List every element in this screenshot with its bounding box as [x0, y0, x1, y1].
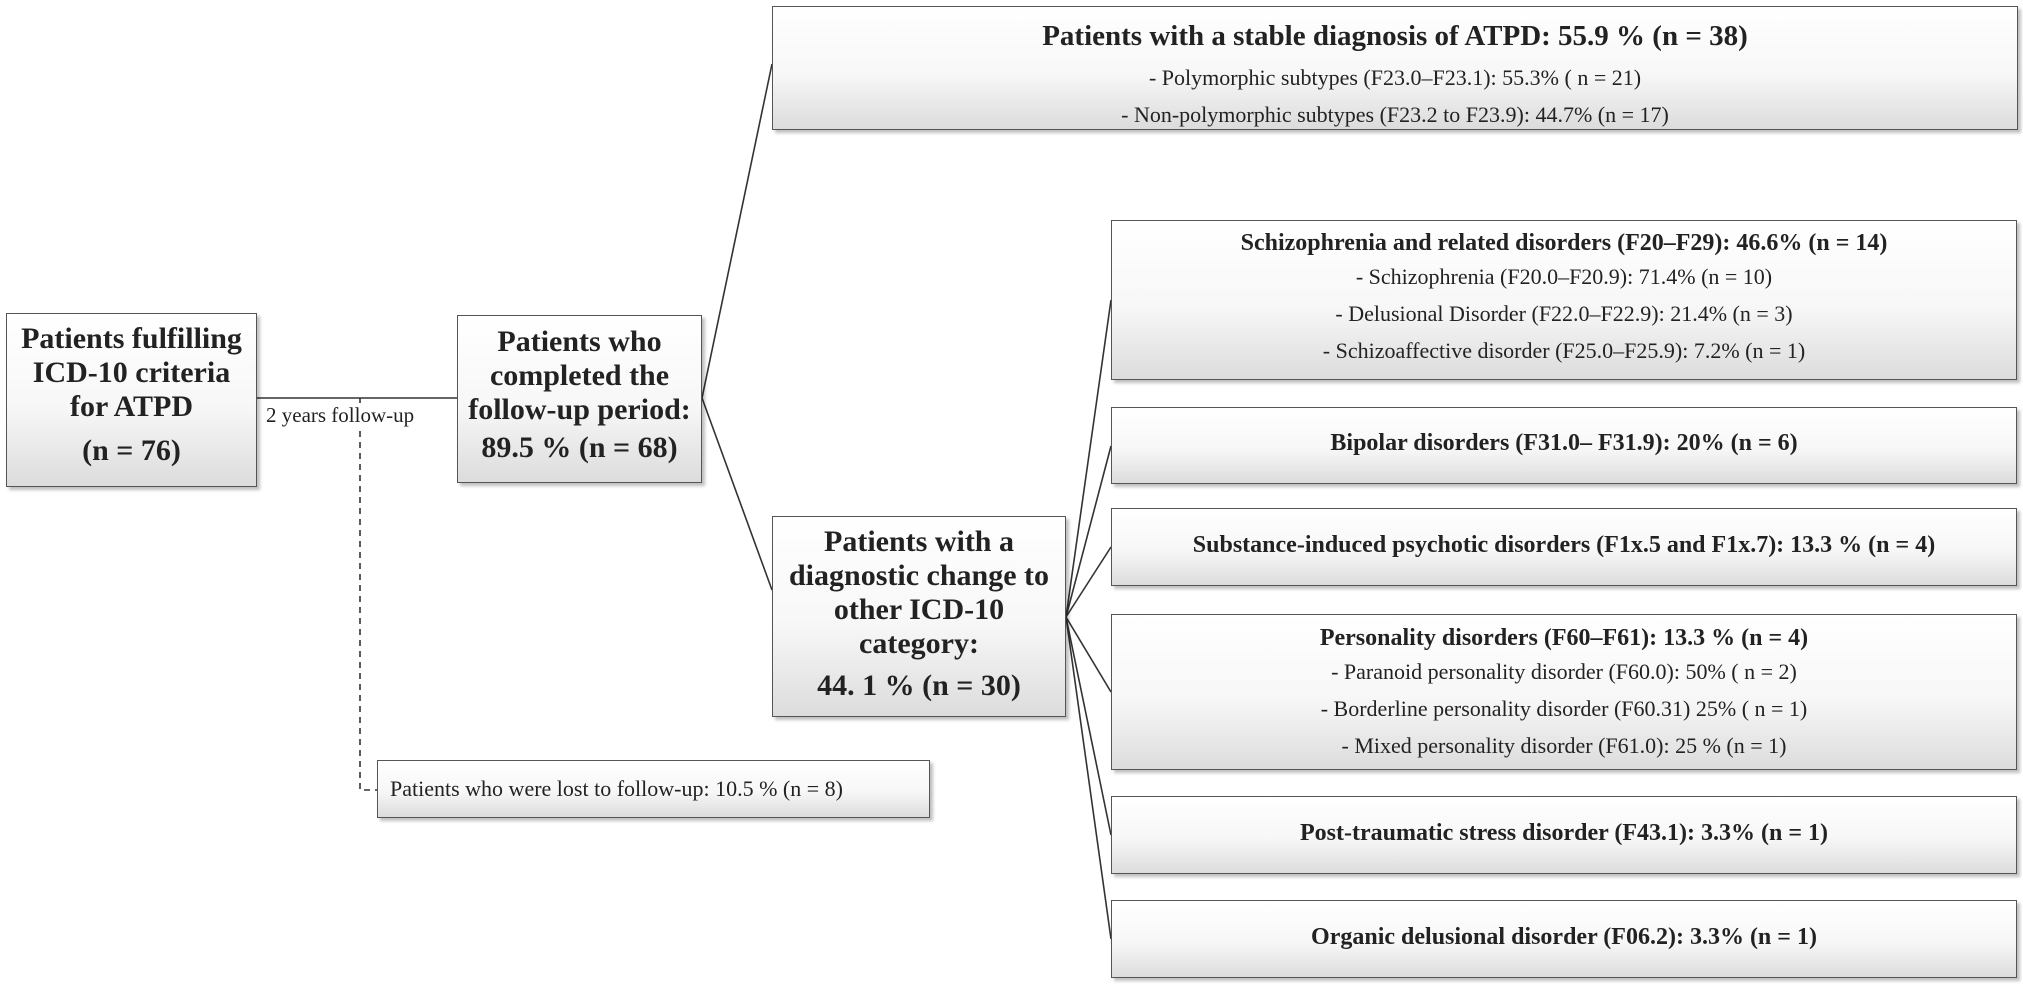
connector-change-to-bipolar — [1065, 445, 1112, 618]
completed-line-2: completed the — [489, 359, 670, 392]
ptsd-title: Post-traumatic stress disorder (F43.1): … — [1299, 820, 1829, 846]
completed-line-3: follow-up period: — [468, 393, 691, 426]
connector-change-to-person — [1065, 616, 1112, 693]
completed-count: 89.5 % (n = 68) — [481, 431, 678, 464]
change-line-3: other ICD-10 — [833, 593, 1005, 626]
change-line-1: Patients with a — [824, 525, 1014, 558]
connector-change-to-subst — [1065, 546, 1112, 618]
connector-lost-dashed — [359, 398, 377, 791]
personality-title: Personality disorders (F60–F61): 13.3 % … — [1319, 625, 1809, 651]
schizophrenia-box: Schizophrenia and related disorders (F20… — [1111, 220, 2017, 380]
stable-item-polymorphic: - Polymorphic subtypes (F23.0–F23.1): 55… — [1148, 65, 1642, 90]
substance-induced-title: Substance-induced psychotic disorders (F… — [1192, 532, 1936, 558]
schizophrenia-item-3: - Schizoaffective disorder (F25.0–F25.9)… — [1322, 338, 1806, 363]
stable-title: Patients with a stable diagnosis of ATPD… — [1042, 20, 1748, 52]
organic-delusional-box: Organic delusional disorder (F06.2): 3.3… — [1111, 900, 2017, 978]
followup-label: 2 years follow-up — [264, 403, 417, 427]
change-count: 44. 1 % (n = 30) — [817, 669, 1021, 702]
connector-completed-to-stable — [701, 63, 773, 399]
personality-item-3: - Mixed personality disorder (F61.0): 25… — [1341, 733, 1787, 758]
connector-change-to-ptsd — [1065, 616, 1112, 836]
organic-delusional-title: Organic delusional disorder (F06.2): 3.3… — [1311, 924, 1817, 950]
substance-induced-box: Substance-induced psychotic disorders (F… — [1111, 508, 2017, 586]
schizophrenia-title: Schizophrenia and related disorders (F20… — [1240, 230, 1888, 256]
schizophrenia-item-1: - Schizophrenia (F20.0–F20.9): 71.4% (n … — [1355, 264, 1773, 289]
personality-box: Personality disorders (F60–F61): 13.3 % … — [1111, 614, 2017, 770]
start-box: Patients fulfilling ICD-10 criteria for … — [6, 313, 257, 487]
lost-to-followup-box: Patients who were lost to follow-up: 10.… — [377, 760, 930, 818]
change-line-2: diagnostic change to — [788, 559, 1049, 592]
bipolar-title: Bipolar disorders (F31.0– F31.9): 20% (n… — [1330, 430, 1798, 456]
start-line-1: Patients fulfilling — [21, 322, 242, 355]
bipolar-box: Bipolar disorders (F31.0– F31.9): 20% (n… — [1111, 407, 2017, 484]
completed-line-1: Patients who — [497, 325, 662, 358]
ptsd-box: Post-traumatic stress disorder (F43.1): … — [1111, 796, 2017, 874]
completed-box: Patients who completed the follow-up per… — [457, 315, 702, 483]
connector-change-to-schiz — [1065, 299, 1112, 618]
start-count: (n = 76) — [82, 434, 181, 467]
diagnostic-change-box: Patients with a diagnostic change to oth… — [772, 516, 1066, 717]
personality-item-1: - Paranoid personality disorder (F60.0):… — [1331, 659, 1797, 684]
stable-diagnosis-box: Patients with a stable diagnosis of ATPD… — [772, 6, 2018, 130]
change-line-4: category: — [859, 627, 979, 660]
connector-completed-to-change — [701, 397, 773, 591]
connector-change-to-organic — [1065, 616, 1112, 940]
stable-item-non-polymorphic: - Non-polymorphic subtypes (F23.2 to F23… — [1121, 102, 1669, 127]
start-line-2: ICD-10 criteria — [32, 356, 231, 389]
schizophrenia-item-2: - Delusional Disorder (F22.0–F22.9): 21.… — [1335, 301, 1793, 326]
start-line-3: for ATPD — [69, 390, 194, 423]
personality-item-2: - Borderline personality disorder (F60.3… — [1320, 696, 1808, 721]
